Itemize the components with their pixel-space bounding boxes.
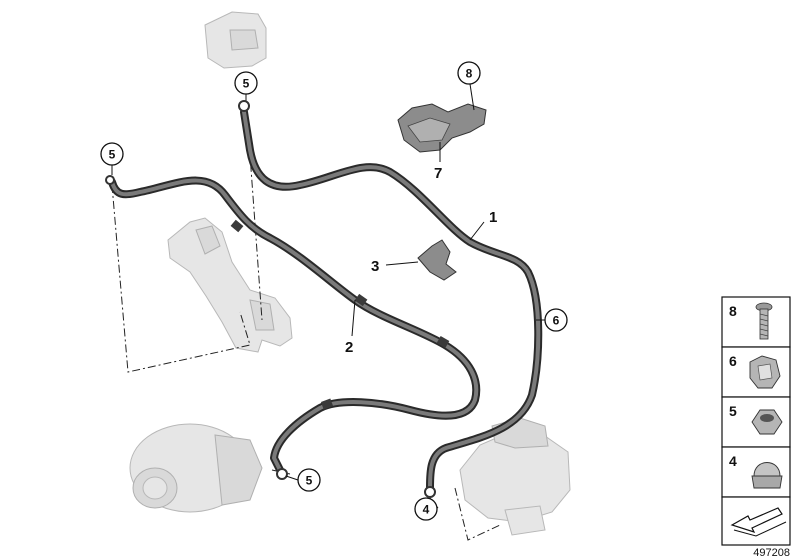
- bracket-3: [417, 239, 457, 281]
- legend-number-4: 4: [729, 453, 737, 469]
- callout-1: 1: [489, 209, 497, 226]
- callout-5a-circle: 5: [234, 71, 258, 95]
- alternator-ghost: [129, 423, 263, 513]
- cable-1: [240, 108, 543, 492]
- callout-4: 4: [423, 503, 430, 517]
- diagram-number: 497208: [753, 547, 790, 559]
- legend-box-8: [721, 296, 791, 348]
- callout-6-circle: 6: [544, 308, 568, 332]
- callout-8-circle: 8: [457, 61, 481, 85]
- legend-number-6: 6: [729, 353, 737, 369]
- callout-5-left: 5: [109, 148, 116, 162]
- callout-8: 8: [466, 67, 473, 81]
- legend-number-5: 5: [729, 403, 737, 419]
- parts-legend: 8 6 5 4: [721, 296, 791, 546]
- hex-nut-icon: [751, 409, 783, 435]
- cap-nut-icon: [751, 462, 783, 489]
- arrow-icon: [730, 507, 787, 537]
- callout-7: 7: [434, 165, 442, 182]
- fuse-box-ghost: [204, 11, 267, 69]
- callout-4-circle: 4: [414, 497, 438, 521]
- callout-5-bottom: 5: [306, 474, 313, 488]
- bracket-7: [397, 103, 487, 153]
- callout-2: 2: [345, 339, 353, 356]
- terminals: [105, 100, 436, 498]
- callout-5c-circle: 5: [297, 468, 321, 492]
- bolt-icon: [755, 302, 773, 340]
- callout-5b-circle: 5: [100, 142, 124, 166]
- legend-number-8: 8: [729, 303, 737, 319]
- callout-5-top: 5: [243, 77, 250, 91]
- cable-2: [108, 176, 481, 474]
- clip-icon: [749, 355, 781, 389]
- callout-6: 6: [553, 314, 560, 328]
- callout-3: 3: [371, 258, 379, 275]
